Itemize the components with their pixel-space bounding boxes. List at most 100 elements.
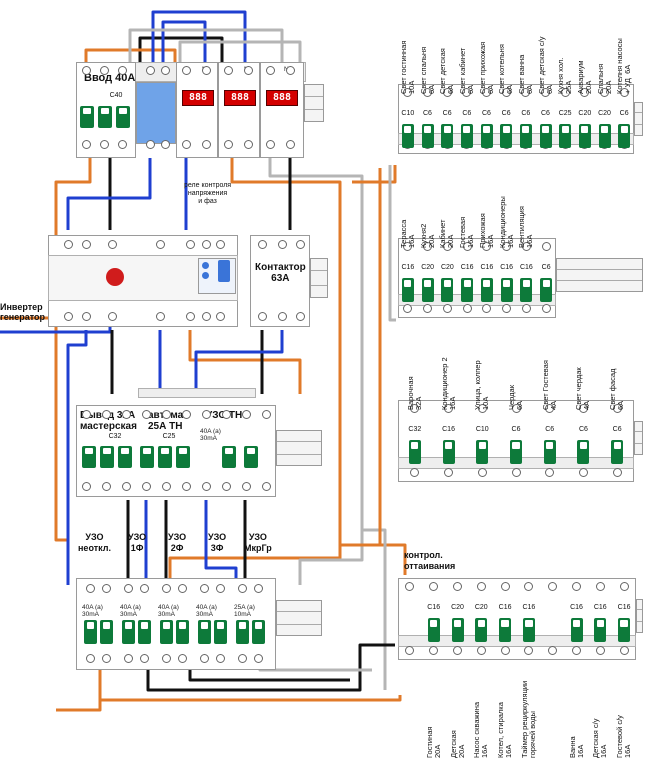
group4-terminal-top-5 [524,582,534,591]
group2-circuit-label-0: Терасса 16А [398,219,416,248]
meter-display-1: 888 [182,90,214,106]
uzo-lever-a-4[interactable] [236,620,249,644]
group3-lever-6[interactable] [611,440,624,464]
group2-lever-3[interactable] [461,278,474,302]
contactor-block [250,235,310,327]
group1-lever-11[interactable] [618,124,631,148]
uzo-tn-lever-1[interactable] [222,446,236,468]
group4-lever-2[interactable] [451,618,464,642]
group4-terminal-bottom-2 [453,646,462,655]
group4-circuit-label-9: Гостевой с/у 16А [615,715,633,758]
mid-term-3 [156,240,165,249]
group1-lever-4[interactable] [480,124,493,148]
group3-din-rail [634,420,643,455]
group4-lever-3[interactable] [475,618,488,642]
group1-lever-2[interactable] [441,124,454,148]
group3-lever-3[interactable] [510,440,522,464]
tn-lever-3[interactable] [176,446,190,468]
group2-lever-6[interactable] [520,278,533,302]
group4-lever-9[interactable] [618,618,631,642]
group1-lever-9[interactable] [578,124,591,148]
tn-lever-2[interactable] [158,446,172,468]
uzo-lever-a-2[interactable] [160,620,173,644]
uzo-tn-lever-2[interactable] [244,446,258,468]
group4-lever-7[interactable] [570,618,583,642]
group1-lever-0[interactable] [401,124,414,148]
group3-lever-2[interactable] [476,440,489,464]
uzo-lever-b-2[interactable] [176,620,189,644]
group3-circuit-label-1: Кондиционер 2 16А [439,357,457,410]
group1-lever-10[interactable] [598,124,611,148]
group4-terminal-bottom-4 [500,646,510,655]
group2-lever-2[interactable] [441,278,454,302]
group2-lever-4[interactable] [480,278,493,302]
output-lever-2[interactable] [100,446,114,468]
input-lever-1[interactable] [80,106,94,128]
group2-rating-3: C16 [460,264,474,271]
input-lever-2[interactable] [98,106,112,128]
low-term-7 [222,410,231,419]
group2-lever-0[interactable] [401,278,414,302]
group4-lever-5[interactable] [522,618,535,642]
uzo-rating-1: 40A (a) 30mA [120,604,141,618]
group1-lever-8[interactable] [559,124,572,148]
group2-terminal-top-5 [502,242,512,251]
uzo-lever-b-1[interactable] [138,620,151,644]
group3-lever-5[interactable] [577,440,590,464]
group3-circuit-label-3: Чердак 6А [507,385,524,410]
group1-circuit-label-11: Котелня насосы + УД 6А [615,38,633,94]
relay-switch[interactable] [218,260,230,282]
low-term-8 [242,410,251,419]
uzo-mkr-label: УЗО МкрГр [244,532,272,553]
relay-led-1 [202,262,209,269]
meter-display-3: 888 [266,90,298,106]
group1-circuit-label-0: Свет гостинная 10А [398,40,416,94]
uzo-lever-a-0[interactable] [84,620,97,644]
mid-term-0 [64,240,73,249]
group3-lever-0[interactable] [408,440,421,464]
group2-lever-5[interactable] [500,278,513,302]
group2-circuit-label-1: Кухня2 20А [418,223,436,248]
group3-terminal-top-0 [410,404,420,413]
group4-lever-1[interactable] [427,618,440,642]
mid-term-bot-0 [64,312,73,321]
wire-right-gray-v [388,165,396,322]
output-lever-1[interactable] [82,446,96,468]
top-term-2 [118,66,127,75]
uzo-lever-b-3[interactable] [214,620,227,644]
group4-rating-9: C16 [617,604,631,611]
uzo-lever-b-4[interactable] [252,620,265,644]
group1-lever-6[interactable] [519,124,532,148]
tn-lever-1[interactable] [140,446,154,468]
group1-lever-1[interactable] [421,124,434,148]
output-lever-3[interactable] [118,446,132,468]
group3-lever-4[interactable] [543,440,556,464]
group4-lever-4[interactable] [499,618,512,642]
group4-lever-8[interactable] [594,618,607,642]
top-term-bot-1 [100,140,109,149]
input-lever-3[interactable] [116,106,130,128]
group2-lever-1[interactable] [421,278,434,302]
group2-terminal-top-0 [403,242,413,251]
uzo-term-bot-b-1 [140,654,149,663]
top-term-bot-7 [224,140,233,149]
uzo-lever-a-3[interactable] [198,620,211,644]
uzo-lever-a-1[interactable] [122,620,135,644]
group2-rating-0: C16 [401,264,415,271]
group1-lever-5[interactable] [500,124,513,148]
uzo-lever-b-0[interactable] [100,620,113,644]
uzo-term-bot-b-2 [178,654,187,663]
group1-terminal-top-8 [560,88,570,97]
relay-knob[interactable] [106,268,124,286]
group1-lever-7[interactable] [539,124,552,148]
group1-terminal-top-9 [580,88,590,97]
group1-lever-3[interactable] [460,124,473,148]
uzo-term-bot-a-3 [200,654,209,663]
group2-rating-7: C6 [541,264,551,271]
group1-rating-0: C10 [401,110,415,117]
low-term-3 [142,410,151,419]
group3-lever-1[interactable] [442,440,455,464]
meter-1 [176,62,218,158]
group2-lever-7[interactable] [540,278,553,302]
top-term-bot-0 [82,140,91,149]
